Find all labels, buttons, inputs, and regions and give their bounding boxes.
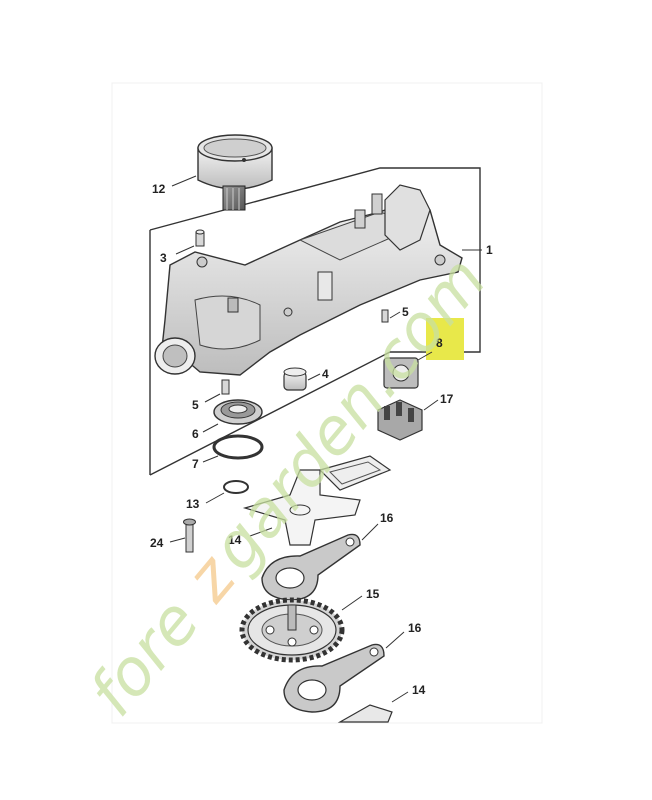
frame-border: [111, 82, 543, 724]
callout-12: 12: [152, 182, 166, 196]
part-5a-pin: [381, 309, 389, 323]
part-14b-plate: [337, 704, 393, 723]
leader-17: [423, 399, 439, 411]
svg-text:fore: fore: [76, 585, 215, 730]
part-7-circlip: [212, 434, 264, 460]
callout-16b: 16: [408, 621, 422, 635]
part-17-block: [377, 399, 423, 441]
callout-14a: 14: [228, 533, 242, 547]
callout-3: 3: [160, 251, 167, 265]
callout-8: 8: [436, 336, 443, 350]
leader-14b: [391, 691, 409, 703]
leader-4: [307, 373, 321, 381]
leader-6: [202, 423, 219, 433]
leader-3: [175, 245, 195, 255]
leader-15: [341, 595, 363, 611]
part-5b-pin: [221, 379, 230, 395]
callout-15: 15: [366, 587, 380, 601]
callout-4: 4: [322, 367, 329, 381]
part-8-valve: [383, 357, 419, 389]
callout-1: 1: [486, 243, 493, 257]
callout-6: 6: [192, 427, 199, 441]
part-12-drum: [197, 134, 273, 211]
callout-24: 24: [150, 536, 164, 550]
part-16a-lever: [261, 533, 361, 601]
part-13-ring: [223, 480, 249, 494]
leader-8: [417, 351, 433, 361]
leader-5a: [389, 311, 401, 319]
gasket: [318, 455, 392, 491]
assembly-outline: [149, 167, 481, 476]
callout-5b: 5: [192, 398, 199, 412]
part-14a-plate: [242, 469, 361, 546]
leader-5b: [204, 393, 221, 403]
callout-14b: 14: [412, 683, 426, 697]
leader-13: [205, 492, 225, 504]
leader-24: [169, 537, 186, 543]
leader-16b: [385, 631, 405, 649]
part-4-bushing: [283, 367, 307, 391]
part-16b-lever: [283, 643, 385, 713]
part-24-screw: [183, 518, 196, 553]
callout-13: 13: [186, 497, 200, 511]
part-15-gear: [239, 597, 345, 663]
leader-16a: [361, 523, 379, 541]
part-8-highlight: [426, 318, 464, 360]
part-6-bearing: [213, 399, 263, 425]
callout-7: 7: [192, 457, 199, 471]
leader-7: [202, 455, 219, 463]
part-1-housing: [154, 184, 463, 376]
leader-12: [171, 175, 197, 187]
callout-17: 17: [440, 392, 454, 406]
callout-5a: 5: [402, 305, 409, 319]
leader-14a: [249, 527, 273, 537]
callout-16a: 16: [380, 511, 394, 525]
part-3-pin: [195, 229, 205, 247]
